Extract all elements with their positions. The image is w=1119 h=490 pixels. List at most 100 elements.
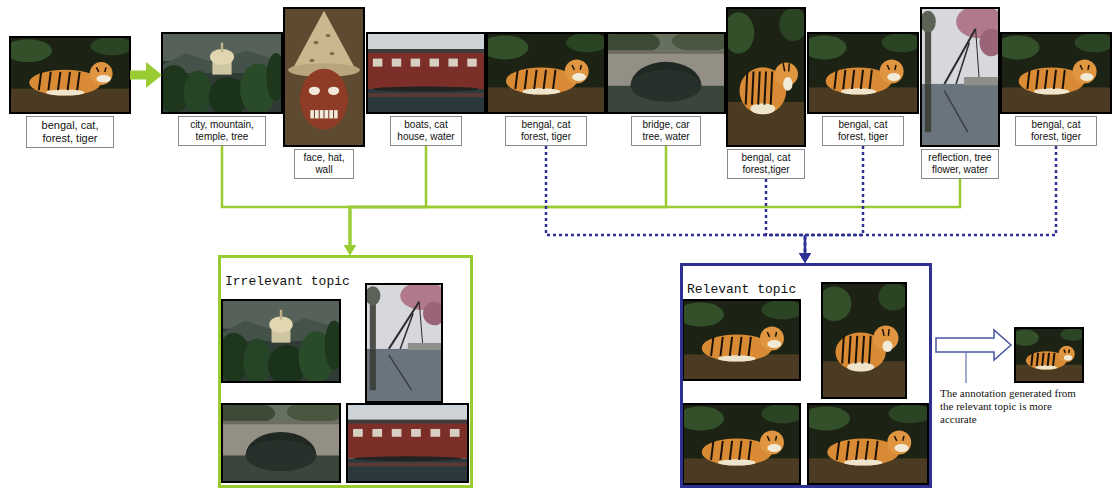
- leader-line: [966, 353, 967, 383]
- photo-detail: [328, 110, 329, 118]
- photo-detail: [1068, 350, 1070, 353]
- photo-detail: [718, 355, 755, 361]
- photo: [162, 33, 282, 113]
- photo-detail: [566, 33, 605, 52]
- photo-detail: [572, 65, 574, 70]
- photo-frame: [284, 8, 364, 146]
- photo-detail: [392, 429, 402, 437]
- photo-detail: [761, 404, 800, 423]
- photo: [607, 33, 725, 113]
- photo-detail: [310, 110, 337, 118]
- photo-detail: [389, 355, 412, 390]
- photo-detail: [411, 59, 420, 67]
- photo-detail: [1063, 70, 1065, 89]
- photo-detail: [353, 429, 363, 437]
- photo-detail: [822, 286, 851, 321]
- connector: [130, 71, 146, 80]
- photo-detail: [280, 310, 282, 320]
- photo-detail: [730, 441, 732, 460]
- topic-box: Relevant topic: [680, 263, 932, 488]
- photo-detail: [366, 349, 442, 402]
- photo: [222, 404, 340, 482]
- photo-detail: [326, 34, 331, 37]
- photo-detail: [328, 87, 339, 95]
- photo-detail: [1031, 353, 1032, 366]
- photo-detail: [96, 67, 98, 72]
- photo-detail: [749, 337, 751, 356]
- photo-detail: [246, 440, 317, 471]
- connector: [350, 146, 426, 245]
- photo-detail: [894, 444, 908, 452]
- photo-detail: [720, 441, 722, 460]
- photo-detail: [862, 336, 864, 364]
- photo-detail: [366, 286, 380, 305]
- photo: [683, 404, 800, 484]
- photo-detail: [775, 436, 776, 441]
- photo-detail: [808, 406, 850, 430]
- photo-detail: [727, 102, 805, 146]
- photo: [822, 283, 906, 398]
- photo-detail: [921, 84, 999, 146]
- photo-detail: [822, 361, 906, 398]
- photo-detail: [367, 93, 485, 97]
- photo: [222, 300, 340, 382]
- photo-detail: [834, 70, 836, 89]
- image-tag-box: bengal, cat forest, tiger: [1001, 33, 1111, 146]
- photo-detail: [779, 8, 805, 41]
- photo-detail: [572, 73, 586, 81]
- photo-frame: [607, 33, 725, 113]
- connector: [546, 146, 805, 253]
- photo-detail: [347, 424, 468, 459]
- photo-detail: [980, 29, 1000, 57]
- topic-title: Relevant topic: [687, 282, 796, 298]
- image-tag-box: city, mountain, temple, tree: [162, 33, 282, 146]
- photo-detail: [788, 63, 790, 71]
- photo: [367, 33, 485, 113]
- photo-frame: [808, 33, 918, 113]
- photo-frame: [822, 283, 906, 398]
- photo-detail: [771, 71, 773, 104]
- photo-detail: [760, 326, 784, 350]
- note-text: The annotation generated from the releva…: [940, 387, 1088, 427]
- photo-detail: [184, 71, 213, 113]
- photo-detail: [309, 87, 320, 95]
- photo-detail: [761, 300, 800, 319]
- photo-detail: [105, 67, 106, 72]
- photo-detail: [711, 337, 713, 356]
- photo-detail: [1073, 59, 1097, 83]
- photo-frame: [683, 404, 800, 484]
- photo-detail: [1001, 35, 1040, 59]
- photo-detail: [448, 59, 457, 67]
- photo-detail: [39, 72, 41, 90]
- photo-detail: [565, 59, 589, 83]
- photo-detail: [783, 63, 785, 71]
- tag-text: bengal, cat forest,tiger: [727, 149, 805, 179]
- photo-detail: [607, 51, 725, 54]
- image-tag-box: face, hat, wall: [284, 8, 364, 179]
- photo-detail: [1088, 65, 1089, 70]
- photo-detail: [544, 70, 546, 89]
- photo-detail: [870, 70, 872, 89]
- photo: [347, 404, 468, 482]
- photo-detail: [419, 302, 423, 349]
- photo-detail: [878, 283, 906, 311]
- photo-detail: [887, 65, 889, 70]
- photo-detail: [221, 43, 223, 53]
- photo: [1001, 33, 1111, 113]
- photo-detail: [856, 441, 858, 460]
- photo-detail: [882, 33, 918, 52]
- photo-detail: [1075, 33, 1111, 52]
- photo-frame: [1001, 33, 1111, 113]
- photo: [1015, 328, 1083, 382]
- connector: [766, 179, 805, 253]
- photo-detail: [856, 336, 858, 364]
- photo-detail: [450, 429, 460, 437]
- photo-detail: [752, 71, 754, 104]
- photo-detail: [976, 29, 980, 84]
- photo-detail: [1035, 365, 1057, 369]
- hollow-arrow: [936, 330, 1011, 360]
- photo-detail: [808, 87, 918, 113]
- photo-detail: [96, 75, 110, 83]
- photo-detail: [1059, 346, 1075, 362]
- photo-detail: [392, 59, 401, 67]
